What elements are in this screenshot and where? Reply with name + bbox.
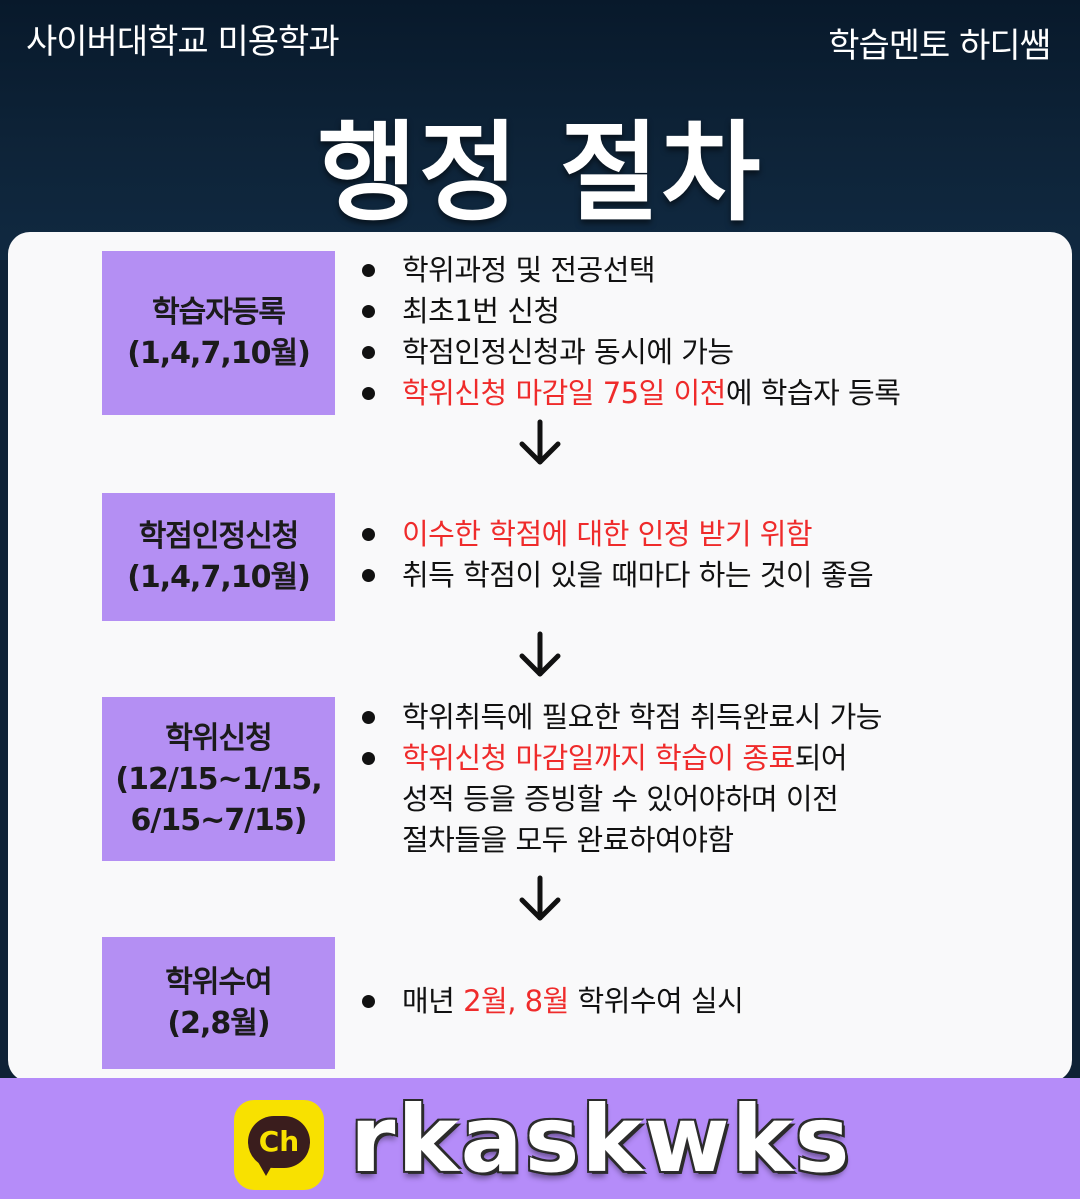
kakao-channel-icon[interactable]: Ch bbox=[234, 1100, 324, 1190]
down-arrow-icon bbox=[519, 419, 561, 465]
bullet-icon bbox=[362, 711, 375, 724]
step-title: 학습자등록 bbox=[152, 295, 286, 330]
bullet-icon bbox=[362, 569, 375, 582]
bullet-icon bbox=[362, 305, 375, 318]
header: 사이버대학교 미용학과 학습멘토 하디쌤 행정 절차 bbox=[0, 0, 1080, 260]
bullet-icon bbox=[362, 264, 375, 277]
list-item: 이수한 학점에 대한 인정 받기 위함 bbox=[356, 514, 873, 555]
list-item: 학점인정신청과 동시에 가능 bbox=[356, 332, 900, 373]
step-box-learner-registration: 학습자등록 (1,4,7,10월) bbox=[102, 251, 335, 415]
channel-id[interactable]: rkaskwks bbox=[350, 1086, 852, 1193]
mentor-label: 학습멘토 하디쌤 bbox=[828, 26, 1051, 66]
step-period: (1,4,7,10월) bbox=[127, 560, 311, 595]
department-label: 사이버대학교 미용학과 bbox=[26, 22, 340, 62]
bullet-icon bbox=[362, 346, 375, 359]
step-box-credit-recognition: 학점인정신청 (1,4,7,10월) bbox=[102, 493, 335, 621]
list-item-continuation: 성적 등을 증빙할 수 있어야하며 이전 bbox=[402, 782, 839, 816]
highlight-text: 학위신청 마감일 75일 이전 bbox=[402, 376, 726, 410]
list-item: 학위신청 마감일 75일 이전에 학습자 등록 bbox=[356, 373, 901, 414]
list-item: 학위과정 및 전공선택 bbox=[356, 250, 900, 291]
step-period: (12/15~1/15, bbox=[115, 761, 322, 797]
down-arrow-icon bbox=[519, 631, 561, 677]
list-item: 취득 학점이 있을 때마다 하는 것이 좋음 bbox=[356, 555, 874, 596]
step-period: 6/15~7/15) bbox=[130, 802, 307, 838]
step-bullets-degree-application: 학위취득에 필요한 학점 취득완료시 가능 학위신청 마감일까지 학습이 종료되… bbox=[356, 697, 882, 861]
step-period: (1,4,7,10월) bbox=[127, 336, 311, 371]
highlight-text: 이수한 학점에 대한 인정 받기 위함 bbox=[402, 517, 813, 551]
down-arrow-icon bbox=[519, 875, 561, 921]
step-title: 학위수여 bbox=[165, 965, 272, 1000]
list-item: 학위취득에 필요한 학점 취득완료시 가능 bbox=[356, 697, 882, 738]
logo-text: Ch bbox=[248, 1116, 310, 1168]
list-item: 매년 2월, 8월 학위수여 실시 bbox=[356, 981, 744, 1022]
highlight-text: 학위신청 마감일까지 학습이 종료 bbox=[402, 741, 795, 775]
step-box-degree-conferral: 학위수여 (2,8월) bbox=[102, 937, 335, 1069]
step-period: (2,8월) bbox=[167, 1006, 270, 1041]
step-bullets-degree-conferral: 매년 2월, 8월 학위수여 실시 bbox=[356, 981, 744, 1022]
list-item-continuation: 절차들을 모두 완료하여야함 bbox=[402, 823, 734, 857]
step-bullets-learner-registration: 학위과정 및 전공선택 최초1번 신청 학점인정신청과 동시에 가능 학위신청 … bbox=[356, 250, 901, 414]
page-title: 행정 절차 bbox=[317, 111, 763, 236]
step-box-degree-application: 학위신청 (12/15~1/15, 6/15~7/15) bbox=[102, 697, 335, 861]
bullet-icon bbox=[362, 995, 375, 1008]
bullet-icon bbox=[362, 387, 375, 400]
step-title: 학위신청 bbox=[165, 720, 272, 756]
bullet-icon bbox=[362, 528, 375, 541]
footer: Ch rkaskwks bbox=[0, 1078, 1080, 1199]
list-item: 학위신청 마감일까지 학습이 종료되어 bbox=[356, 738, 882, 779]
step-title: 학점인정신청 bbox=[138, 519, 300, 554]
step-bullets-credit-recognition: 이수한 학점에 대한 인정 받기 위함 취득 학점이 있을 때마다 하는 것이 … bbox=[356, 514, 874, 596]
bullet-icon bbox=[362, 752, 375, 765]
list-item: 최초1번 신청 bbox=[356, 291, 900, 332]
highlight-text: 2월, 8월 bbox=[463, 984, 569, 1018]
